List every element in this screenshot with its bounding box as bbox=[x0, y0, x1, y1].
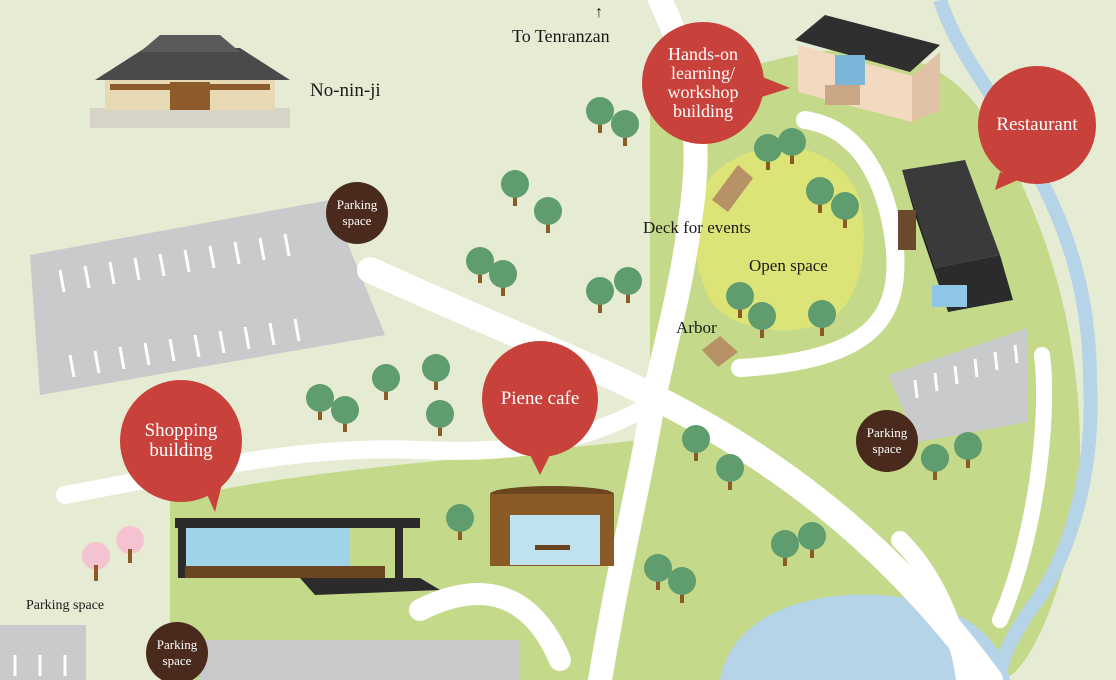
arbor-label: Arbor bbox=[676, 318, 717, 337]
tree bbox=[716, 454, 744, 482]
tree bbox=[831, 192, 859, 220]
tree-group bbox=[306, 97, 982, 603]
parking-badge-top[interactable]: Parking space bbox=[326, 182, 388, 244]
tree bbox=[682, 425, 710, 453]
road-loop bbox=[731, 111, 905, 377]
tree bbox=[501, 170, 529, 198]
pin-workshop-line: Hands-on bbox=[668, 44, 738, 65]
parking-badge-bottom[interactable]: Parking space bbox=[146, 622, 208, 680]
tree bbox=[331, 396, 359, 424]
pin-cafe-label: Piene cafe bbox=[500, 388, 580, 410]
tree bbox=[778, 128, 806, 156]
open-space-label: Open space bbox=[749, 256, 828, 275]
open-space-area bbox=[695, 147, 864, 331]
deck-label: Deck for events bbox=[643, 218, 751, 237]
temple-building bbox=[90, 35, 290, 128]
parking-badge-right[interactable]: Parking space bbox=[856, 410, 918, 472]
tree bbox=[921, 444, 949, 472]
tree bbox=[466, 247, 494, 275]
road-pond bbox=[891, 531, 974, 680]
parking-badge-right-line: space bbox=[872, 441, 902, 456]
road-cafe bbox=[409, 583, 571, 671]
pin-shopping-line: building bbox=[149, 440, 213, 461]
tree bbox=[806, 177, 834, 205]
tree bbox=[586, 97, 614, 125]
shopping-building bbox=[175, 518, 440, 595]
pin-workshop-line: workshop bbox=[667, 82, 739, 102]
pin-shopping-line: Shopping bbox=[144, 420, 218, 442]
cherry-blossom-trees bbox=[82, 526, 144, 581]
pin-restaurant[interactable]: Restaurant bbox=[978, 66, 1096, 184]
pin-restaurant-label: Restaurant bbox=[996, 114, 1078, 136]
pin-cafe[interactable]: Piene cafe bbox=[482, 341, 598, 457]
pin-workshop[interactable]: Hands-on learning/ workshop building bbox=[642, 22, 764, 144]
parking-badge-bottom-line: space bbox=[162, 653, 192, 668]
parking-badge-top-line: Parking bbox=[336, 196, 378, 212]
north-arrow: ↑ bbox=[595, 4, 603, 21]
tree bbox=[426, 400, 454, 428]
pin-workshop-line: learning/ bbox=[671, 63, 735, 84]
parking-label-plain: Parking space bbox=[26, 598, 105, 613]
tree bbox=[754, 134, 782, 162]
parking-lot-southwest bbox=[0, 625, 520, 680]
event-deck bbox=[712, 165, 753, 212]
tree bbox=[726, 282, 754, 310]
tree bbox=[586, 277, 614, 305]
restaurant-building bbox=[898, 160, 1013, 312]
tree bbox=[668, 567, 696, 595]
parking-lot-east bbox=[888, 328, 1028, 442]
tree bbox=[954, 432, 982, 460]
tree bbox=[372, 364, 400, 392]
tree bbox=[611, 110, 639, 138]
tree bbox=[798, 522, 826, 550]
parking-badge-top-line: space bbox=[342, 213, 372, 228]
workshop-building bbox=[795, 15, 940, 122]
tree bbox=[422, 354, 450, 382]
tree bbox=[614, 267, 642, 295]
tree bbox=[644, 554, 672, 582]
tree bbox=[808, 300, 836, 328]
tree bbox=[748, 302, 776, 330]
tree bbox=[771, 530, 799, 558]
arbor-structure bbox=[702, 336, 738, 367]
cafe-building bbox=[490, 486, 614, 566]
pin-shopping[interactable]: Shopping building bbox=[120, 380, 242, 502]
tree bbox=[489, 260, 517, 288]
tree bbox=[534, 197, 562, 225]
temple-label: No-nin-ji bbox=[310, 80, 381, 101]
pin-tail-cafe bbox=[530, 455, 550, 475]
parking-badge-right-line: Parking bbox=[866, 424, 908, 440]
tree bbox=[306, 384, 334, 412]
road-diagonal bbox=[357, 257, 1003, 680]
tree bbox=[446, 504, 474, 532]
road-east bbox=[992, 347, 1053, 628]
parking-badge-bottom-line: Parking bbox=[156, 636, 198, 652]
direction-label: To Tenranzan bbox=[512, 26, 610, 46]
pin-tail-restaurant bbox=[995, 172, 1018, 190]
parking-stall-lines bbox=[13, 233, 1019, 676]
parking-lot-west bbox=[30, 200, 385, 395]
pin-workshop-line: building bbox=[672, 100, 733, 121]
